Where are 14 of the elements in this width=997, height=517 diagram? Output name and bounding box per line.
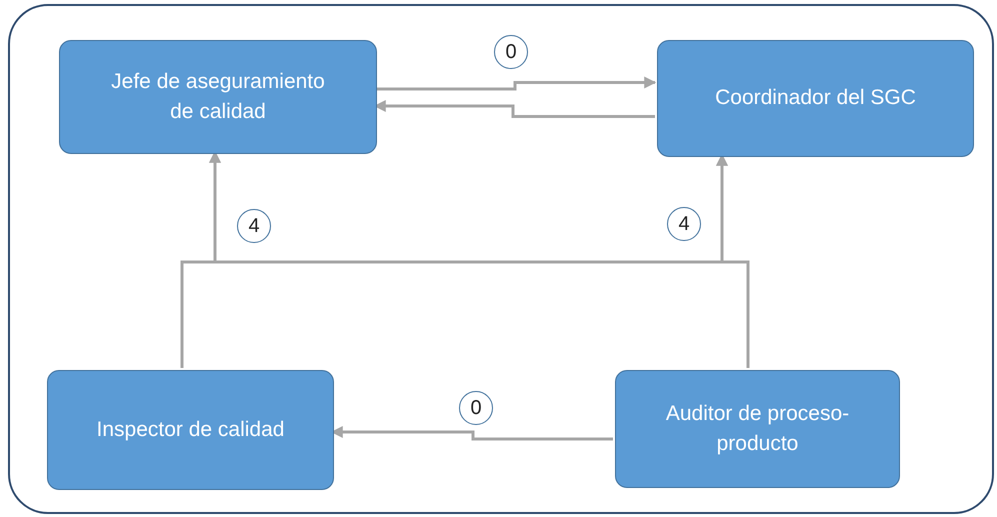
edge-label: 4 <box>237 209 271 243</box>
process-box <box>47 370 334 490</box>
box-text: Jefe de aseguramiento de calidad <box>110 68 326 125</box>
frame-border <box>8 4 994 514</box>
edge-label: 4 <box>667 207 701 241</box>
edge-label: 0 <box>459 391 493 425</box>
box-text: Coordinador del SGC <box>715 85 916 112</box>
process-box <box>657 40 974 157</box>
edge-label: 0 <box>494 35 528 69</box>
process-box <box>615 370 900 488</box>
box-text: Auditor de proceso-producto <box>664 400 850 457</box>
arrow <box>375 76 656 90</box>
box-text: Inspector de calidad <box>96 416 284 443</box>
process-box <box>59 40 377 154</box>
